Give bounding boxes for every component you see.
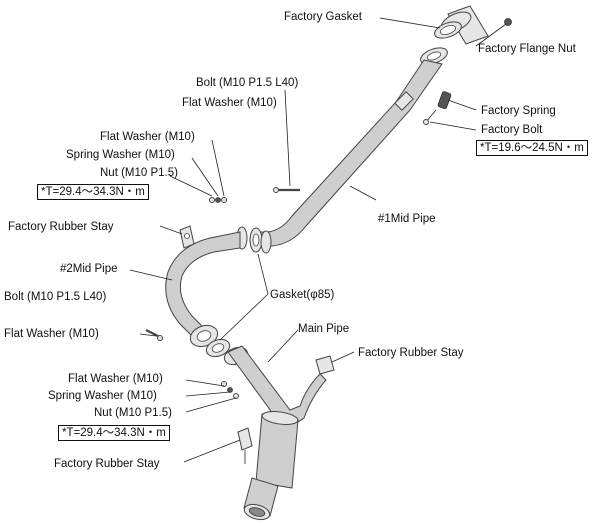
factory-gasket-shape xyxy=(434,21,462,39)
factory-spring-shape xyxy=(423,91,452,125)
label-spring-washer-left-3: Spring Washer (M10) xyxy=(48,390,157,402)
label-spring-washer-left-1: Spring Washer (M10) xyxy=(66,149,175,161)
label-factory-rubber-stay-bottom: Factory Rubber Stay xyxy=(54,458,160,470)
flange-top xyxy=(420,47,448,65)
label-flat-washer-left-1: Flat Washer (M10) xyxy=(100,131,195,143)
label-bolt-left: Bolt (M10 P1.5 L40) xyxy=(4,291,107,303)
muffler-shape xyxy=(243,411,299,521)
rubber-stay-right-shape xyxy=(315,355,335,375)
label-main-pipe: Main Pipe xyxy=(298,323,350,335)
label-mid-pipe-2: #2Mid Pipe xyxy=(60,263,118,275)
label-flat-washer-left-3: Flat Washer (M10) xyxy=(68,373,163,385)
flange-nut-shape xyxy=(504,18,512,26)
label-gasket-85: Gasket(φ85) xyxy=(270,289,335,301)
label-factory-bolt: Factory Bolt xyxy=(481,124,543,136)
label-factory-rubber-stay-right: Factory Rubber Stay xyxy=(358,347,464,359)
label-flat-washer-left-2: Flat Washer (M10) xyxy=(4,328,99,340)
torque-factory-bolt: *T=19.6～24.5N・m xyxy=(476,140,588,156)
rubber-stay-left-shape xyxy=(179,225,195,249)
label-nut-left-1: Nut (M10 P1.5) xyxy=(100,167,178,179)
label-factory-gasket: Factory Gasket xyxy=(284,11,362,23)
label-factory-flange-nut: Factory Flange Nut xyxy=(478,43,576,55)
label-factory-spring: Factory Spring xyxy=(481,105,556,117)
torque-left-1: *T=29.4～34.3N・m xyxy=(37,184,149,200)
hardware-stack-3 xyxy=(221,381,239,399)
main-pipe-shape xyxy=(227,345,327,427)
bolt-top-shape xyxy=(273,187,300,193)
label-bolt-top: Bolt (M10 P1.5 L40) xyxy=(196,77,299,89)
label-mid-pipe-1: #1Mid Pipe xyxy=(378,213,436,225)
label-flat-washer-top: Flat Washer (M10) xyxy=(182,97,277,109)
label-factory-rubber-stay-left: Factory Rubber Stay xyxy=(8,221,114,233)
rubber-stay-bottom-shape xyxy=(237,427,253,464)
torque-left-3: *T=29.4～34.3N・m xyxy=(58,425,170,441)
label-nut-left-3: Nut (M10 P1.5) xyxy=(94,407,172,419)
bolt-left-shape xyxy=(145,329,163,341)
joint-1-gaskets xyxy=(236,226,272,254)
leader-lines xyxy=(129,17,507,463)
hardware-stack-1 xyxy=(209,197,227,203)
